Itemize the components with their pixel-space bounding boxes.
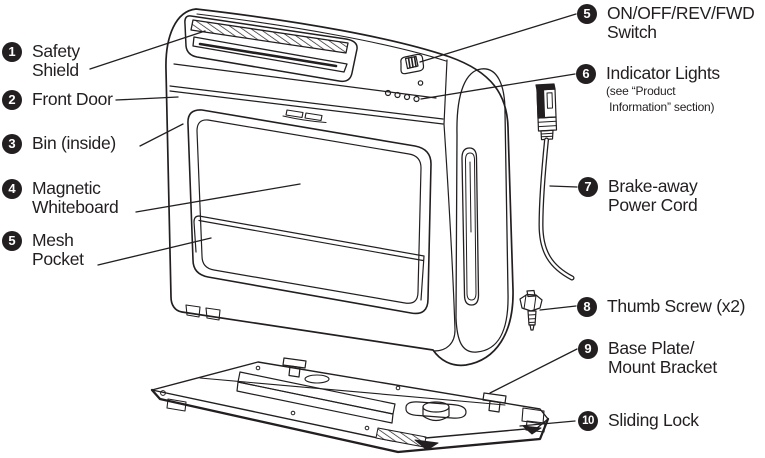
callout-safety-shield: 1 Safety Shield [2,42,80,80]
indicator-lights [384,80,424,103]
callout-indicator-lights: 6 Indicator Lights (see “Product Informa… [576,64,720,114]
callout-label: Bin (inside) [32,133,116,153]
callout-label: Base Plate/ Mount Bracket [608,338,717,377]
leader-switch [419,13,577,63]
callout-whiteboard: 4 Magnetic Whiteboard [2,179,119,217]
callout-label: Safety Shield [32,41,80,80]
callout-base-plate: 9 Base Plate/ Mount Bracket [578,339,717,377]
thumb-screw [519,289,543,331]
main-body [165,8,514,367]
callout-badge: 7 [578,177,598,197]
front-door [187,109,432,315]
leader-whiteboard [135,183,301,213]
callout-label: Front Door [32,89,113,109]
leader-front-door [115,96,179,101]
callout-label: Brake-away Power Cord [608,176,698,215]
callout-badge: 9 [578,339,598,359]
callout-label: Indicator Lights (see “Product Informati… [606,63,720,114]
shield-hatch-band [190,19,349,54]
leader-thumb-screw [539,305,577,311]
mount-post-right [482,392,507,413]
paper-slot-opening [198,42,338,68]
mesh-pocket [193,215,425,301]
leader-lines [89,13,578,427]
callout-front-door: 2 Front Door [2,90,113,110]
callout-switch: 5 ON/OFF/REV/FWD Switch [577,3,755,42]
leader-sliding-lock [519,420,576,427]
safety-shield-slot [184,15,358,83]
callout-badge: 8 [577,297,597,317]
callout-bin: 3 Bin (inside) [2,134,116,154]
bin-handle-slot [461,147,480,306]
callout-note: (see “Product [606,84,676,98]
leader-indicators [420,73,576,100]
callout-badge: 4 [2,179,22,199]
callout-label: ON/OFF/REV/FWD Switch [607,3,755,42]
sliding-lock [405,401,467,422]
onoff-switch [400,53,425,75]
callout-thumb-screw: 8 Thumb Screw (x2) [577,297,745,317]
callout-note: Information” section) [606,99,715,114]
magnetic-whiteboard-surface [196,119,422,304]
callout-label: Mesh Pocket [32,230,84,269]
paper-slot-lip [192,36,348,73]
mount-post-left [282,357,307,378]
leader-mesh-pocket [97,237,212,266]
callout-label: Magnetic Whiteboard [32,178,119,217]
callout-sliding-lock: 10 Sliding Lock [578,411,699,431]
callout-badge: 5 [2,231,22,251]
callout-badge: 6 [576,64,596,84]
leader-power-cord [549,185,578,188]
callout-badge: 3 [2,134,22,154]
door-latch [282,109,327,124]
callout-power-cord: 7 Brake-away Power Cord [578,176,698,215]
callout-badge: 10 [578,411,598,431]
callout-label: Sliding Lock [608,410,699,430]
leader-base-plate [489,348,578,394]
callout-label: Thumb Screw (x2) [607,296,746,316]
leader-safety-shield [89,30,206,70]
callout-mesh-pocket: 5 Mesh Pocket [2,231,84,269]
leader-bin [139,123,184,147]
base-plate [150,357,550,454]
power-cord [535,83,575,281]
callout-badge: 5 [577,4,597,24]
callout-badge: 1 [2,42,22,62]
callout-badge: 2 [2,90,22,110]
side-panel [455,68,509,353]
